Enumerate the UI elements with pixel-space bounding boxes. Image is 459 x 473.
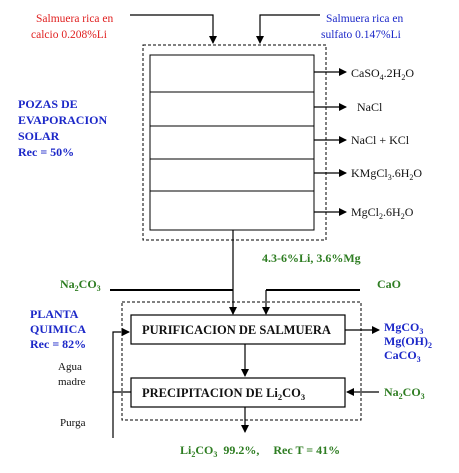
- sulfate-brine-label-line2: sulfato 0.147%Li: [321, 29, 401, 41]
- precipitation-box: [130, 377, 346, 408]
- ponds-recovery: Rec = 50%: [18, 145, 74, 159]
- ponds-title-line2: EVAPORACION: [18, 113, 107, 127]
- evaporation-ponds-frame: [142, 44, 327, 241]
- sulfate-brine-label-line1: Salmuera rica en: [326, 13, 404, 25]
- precipitation-label: PRECIPITACION DE Li2CO3: [142, 386, 305, 402]
- pond-output-kmgcl3: KMgCl3.6H2O: [351, 166, 422, 182]
- pond-output-mgcl2: MgCl2.6H2O: [351, 205, 414, 221]
- ponds-title-line1: POZAS DE: [18, 97, 78, 111]
- plant-recovery: Rec = 82%: [30, 337, 86, 351]
- cao-label: CaO: [377, 277, 401, 291]
- byproduct-caco3: CaCO3: [384, 348, 421, 364]
- evaporation-pond-stack: [149, 54, 315, 231]
- mother-liquor-label-line2: madre: [58, 376, 86, 388]
- calcium-brine-label-line2: calcio 0.208%Li: [31, 29, 107, 41]
- plant-title-line2: QUIMICA: [30, 322, 86, 336]
- concentrate-composition: 4.3-6%Li, 3.6%Mg: [262, 251, 361, 265]
- na2co3-right-label: Na2CO3: [384, 385, 425, 401]
- byproduct-mgoh2: Mg(OH)2: [384, 334, 432, 350]
- pond-output-nacl-kcl: NaCl + KCl: [351, 133, 410, 147]
- calcium-brine-feed-arrow: [130, 14, 217, 44]
- chemical-plant-frame: [121, 301, 362, 421]
- byproduct-mgco3: MgCO3: [384, 320, 423, 336]
- mother-liquor-recycle-arrow: [112, 328, 131, 393]
- purification-box: [130, 314, 346, 345]
- mother-liquor-label-line1: Agua: [58, 361, 82, 373]
- na2co3-top-label: Na2CO3: [60, 277, 101, 293]
- ponds-title-line3: SOLAR: [18, 129, 60, 143]
- purification-label: PURIFICACION DE SALMUERA: [142, 323, 331, 337]
- plant-title-line1: PLANTA: [30, 307, 79, 321]
- sulfate-brine-feed-arrow: [256, 14, 320, 44]
- calcium-brine-label-line1: Salmuera rica en: [36, 13, 114, 25]
- purge-label: Purga: [60, 417, 86, 429]
- pond-output-caso4: CaSO4.2H2O: [351, 66, 414, 82]
- pond-output-nacl: NaCl: [357, 100, 383, 114]
